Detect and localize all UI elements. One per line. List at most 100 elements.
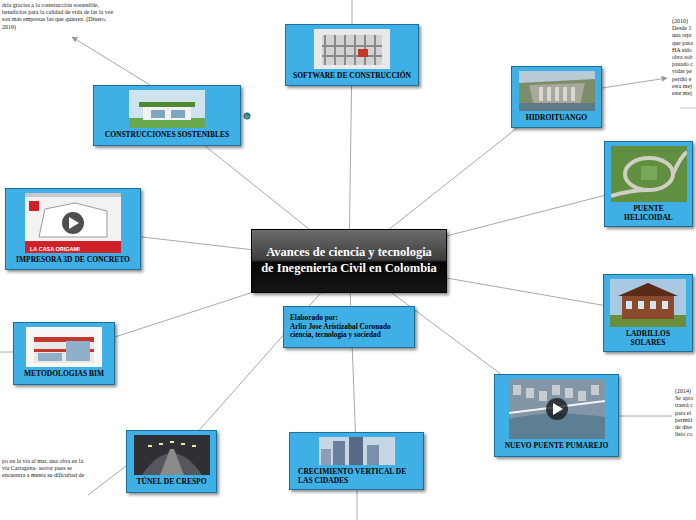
image-part bbox=[626, 301, 632, 309]
image-part bbox=[322, 35, 382, 65]
image-part bbox=[26, 327, 102, 367]
image-part bbox=[509, 379, 605, 439]
image-part bbox=[139, 102, 195, 107]
image-part bbox=[591, 385, 599, 395]
topic-box: TÚNEL DE CRESPO bbox=[126, 430, 217, 493]
note-text: (2014) Se apro traerá c para el permiti … bbox=[675, 388, 695, 438]
image-part bbox=[622, 295, 674, 319]
image-part bbox=[334, 35, 336, 65]
image-part bbox=[565, 388, 573, 398]
image-part bbox=[66, 341, 90, 361]
image-part bbox=[148, 445, 152, 447]
leader-line bbox=[602, 78, 667, 88]
image-part bbox=[25, 193, 121, 253]
topic-box: SOFTWARE DE CONSTRUCCIÓN bbox=[285, 24, 419, 86]
image-part bbox=[610, 279, 686, 327]
image-part bbox=[25, 193, 121, 197]
image-part bbox=[519, 79, 595, 111]
connector bbox=[115, 293, 251, 337]
connector bbox=[349, 86, 351, 229]
image-part bbox=[513, 385, 521, 395]
image-part bbox=[344, 35, 346, 65]
image-part bbox=[34, 337, 94, 363]
image-part bbox=[578, 391, 586, 401]
image-part bbox=[322, 45, 382, 47]
image-part bbox=[38, 353, 62, 361]
image-part bbox=[519, 71, 595, 111]
note-text: dría gracias a la construcción sostenibl… bbox=[2, 2, 118, 31]
thumbnail-image bbox=[134, 435, 210, 475]
image-part bbox=[134, 435, 210, 475]
play-icon bbox=[546, 398, 568, 420]
image-part bbox=[611, 190, 649, 196]
image-part bbox=[552, 385, 560, 395]
image-part bbox=[333, 441, 345, 465]
image-part bbox=[571, 87, 575, 101]
thumbnail-image bbox=[319, 437, 395, 465]
image-part bbox=[526, 388, 534, 398]
stub-line bbox=[352, 0, 353, 24]
image-part bbox=[29, 201, 39, 211]
leader-line bbox=[620, 416, 672, 417]
image-part bbox=[555, 87, 559, 101]
node-text: CONSTRUCCIONES SOSTENIBLES bbox=[105, 131, 229, 140]
node-text: TÚNEL DE CRESPO bbox=[136, 478, 206, 487]
leader-line bbox=[72, 37, 150, 85]
node-text: Elaborado por: bbox=[290, 314, 338, 322]
image-part bbox=[638, 301, 644, 309]
thumbnail-image bbox=[129, 90, 205, 128]
image-part bbox=[625, 158, 673, 190]
thumbnail-image bbox=[611, 146, 687, 202]
note-text: (2010) Desde 1 una repr que pasa HA sido… bbox=[672, 18, 695, 97]
image-part bbox=[321, 449, 331, 465]
topic-box: METODOLOGIAS BIM bbox=[13, 322, 115, 385]
connector bbox=[141, 237, 251, 250]
image-part bbox=[547, 87, 551, 101]
play-icon bbox=[62, 212, 84, 234]
image-part bbox=[319, 437, 395, 465]
image-part bbox=[618, 283, 678, 296]
image-part bbox=[314, 29, 390, 69]
image-part bbox=[374, 35, 376, 65]
image-part bbox=[349, 437, 363, 465]
connector bbox=[389, 128, 517, 229]
image-part bbox=[39, 203, 107, 237]
image-part bbox=[367, 445, 379, 465]
image-part bbox=[322, 55, 382, 57]
image-part bbox=[358, 49, 368, 57]
thumbnail-image bbox=[610, 279, 686, 327]
node-text: HIDROITUANGO bbox=[526, 114, 587, 123]
globe-icon bbox=[244, 113, 251, 120]
author-box: Elaborado por:Arlin Jose Aristizabal Cor… bbox=[283, 306, 415, 348]
node-text: Arlin Jose Aristizabal Coronado ciencia,… bbox=[290, 323, 408, 340]
image-part bbox=[171, 110, 185, 118]
image-part bbox=[170, 441, 174, 443]
stub-line bbox=[0, 352, 13, 353]
central-topic: Avances de ciencia y tecnologia de Inege… bbox=[251, 229, 447, 293]
image-part bbox=[159, 443, 163, 445]
connector bbox=[205, 146, 309, 229]
connector bbox=[447, 196, 604, 236]
image-part bbox=[650, 301, 656, 309]
image-part bbox=[553, 403, 563, 415]
thumbnail-image bbox=[509, 379, 605, 439]
image-part bbox=[69, 217, 79, 229]
image-part bbox=[25, 241, 121, 253]
image-part bbox=[129, 90, 205, 128]
node-text: Avances de ciencia y tecnologia de Inege… bbox=[260, 245, 438, 276]
image-part bbox=[641, 166, 657, 180]
thumbnail-image bbox=[314, 29, 390, 69]
image-part bbox=[519, 103, 595, 111]
image-part bbox=[539, 391, 547, 401]
image-part bbox=[354, 35, 356, 65]
node-text: PUENTE HELICOIDAL bbox=[609, 205, 688, 222]
image-part bbox=[151, 110, 165, 118]
topic-box: NUEVO PUENTE PUMAREJO bbox=[494, 374, 619, 457]
image-part bbox=[662, 301, 668, 309]
image-part bbox=[192, 445, 196, 447]
image-part bbox=[181, 443, 185, 445]
node-text: NUEVO PUENTE PUMAREJO bbox=[505, 442, 609, 451]
topic-box: LADRILLOS SOLARES bbox=[603, 274, 693, 352]
topic-box: HIDROITUANGO bbox=[511, 66, 602, 128]
